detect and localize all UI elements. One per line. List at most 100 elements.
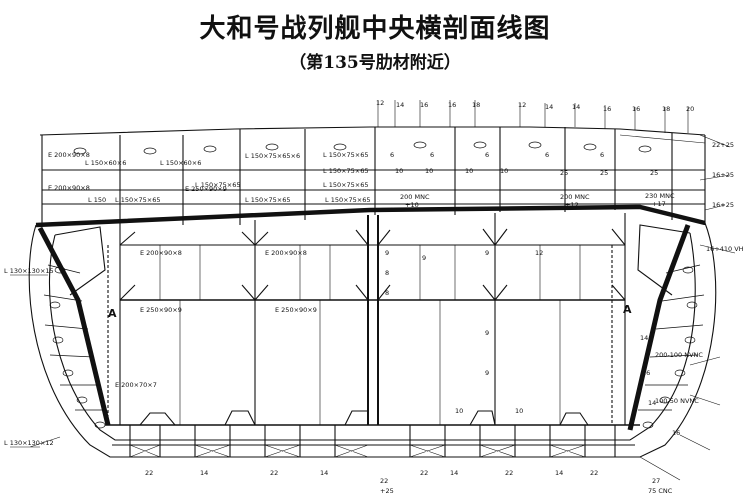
mark-a-right: A [623, 303, 632, 316]
label-l130-130-12: L 130×130×12 [4, 439, 54, 447]
top-num-16c: 16 [603, 105, 611, 113]
side-num-9a: 9 [385, 249, 389, 257]
label-plate-16-25-b: 16+25 [712, 201, 734, 209]
bot-num-14c: 14 [450, 469, 458, 477]
label-vh-16-410: 16+410 VH [706, 245, 744, 253]
label-l150-75-65-a: L 150×75×65 [323, 151, 369, 159]
bottom-brackets [139, 410, 589, 426]
top-num-16: 16 [420, 101, 428, 109]
bot-num-22e: 22 [505, 469, 513, 477]
label-e250-90-9-lower-b: E 250×90×9 [275, 306, 317, 314]
label-l130-130-15: L 130×130×15 [4, 267, 54, 275]
bot-num-22a: 22 [145, 469, 153, 477]
lightening-holes [49, 141, 698, 429]
stiffeners [159, 245, 581, 425]
side-num-9d: 9 [485, 329, 489, 337]
label-l150-75-65-d: L 150×75×65 [323, 181, 369, 189]
bot-num-14d: 14 [555, 469, 563, 477]
bot-num-22d: 22 [420, 469, 428, 477]
diagram-subtitle: （第135号肋材附近） [289, 53, 461, 73]
top-num-16b: 16 [448, 101, 456, 109]
label-e250-90-9-top: E 250×90×9 [185, 185, 227, 193]
inner-hull [48, 232, 696, 441]
top-num-12: 12 [376, 99, 384, 107]
label-l150: L 150 [88, 196, 106, 204]
label-mnc200-10: 200 MNC [400, 193, 430, 201]
top-num-14: 14 [396, 101, 404, 109]
deck-knees [119, 228, 626, 246]
cross-section-drawing: E 200×90×8 L 150×60×6 L 150×60×6 L 150×7… [4, 99, 744, 495]
deck-num-6c: 6 [485, 151, 489, 159]
deck-num-10a: 10 [395, 167, 403, 175]
bot-num-14b: 14 [320, 469, 328, 477]
side-num-9e: 9 [485, 369, 489, 377]
side-num-14a: 14 [640, 334, 648, 342]
label-e200-90-8-top: E 200×90×8 [48, 151, 90, 159]
side-num-9b: 9 [422, 254, 426, 262]
side-num-16b: 16 [672, 429, 680, 437]
label-e200-70-7: E 200×70×7 [115, 381, 157, 389]
deck-num-10b: 10 [425, 167, 433, 175]
side-num-8a: 8 [385, 269, 389, 277]
wing-compartment-right [637, 224, 691, 296]
armor-belt-left [37, 226, 111, 426]
deck-num-25a: 25 [560, 169, 568, 177]
platform-knees [119, 284, 626, 301]
label-mnc200-10-sub: +10 [405, 201, 419, 209]
label-l150-75-65-e: L 150×75×65 [245, 196, 291, 204]
side-num-10b: 10 [515, 407, 523, 415]
deck-num-6b: 6 [430, 151, 434, 159]
label-e250-90-9-lower-a: E 250×90×9 [140, 306, 182, 314]
armor-belt-right [627, 224, 691, 431]
deck-num-6d: 6 [545, 151, 549, 159]
label-nvnc-100-50: 100-50 NVNC [655, 397, 699, 405]
top-num-16d: 16 [632, 105, 640, 113]
top-num-12b: 12 [518, 101, 526, 109]
side-num-10: 10 [455, 407, 463, 415]
side-num-14b: 14 [648, 399, 656, 407]
left-leaders [10, 274, 61, 448]
label-e200-90-8-deck-2: E 200×90×8 [265, 249, 307, 257]
bot-num-22b: 22 [270, 469, 278, 477]
label-l150-75-65-6: L 150×75×65×6 [245, 152, 300, 160]
deck-num-6e: 6 [600, 151, 604, 159]
label-plate-16-25: 16+25 [712, 171, 734, 179]
bulge-frames-left [43, 264, 106, 411]
upper-frames [119, 127, 673, 225]
bot-num-14a: 14 [200, 469, 208, 477]
label-mnc230-sub: +17 [652, 200, 666, 208]
top-num-18: 18 [472, 101, 480, 109]
dimension-leaders [619, 134, 736, 481]
bot-num-27: 27 [652, 477, 660, 485]
side-num-9c: 9 [485, 249, 489, 257]
label-mnc200-12-sub: +12 [565, 201, 579, 209]
top-leaders [377, 100, 689, 133]
mark-a-left: A [108, 307, 117, 320]
label-e200-90-8-deck: E 200×90×8 [140, 249, 182, 257]
armored-deck [35, 204, 706, 228]
bot-num-22f: 22 [590, 469, 598, 477]
diagram-title: 大和号战列舰中央横剖面线图 [199, 14, 551, 44]
label-mnc200-12: 200 MNC [560, 193, 590, 201]
label-plate-22-25: 22+25 [712, 141, 734, 149]
outer-hull [28, 222, 717, 458]
label-l150-75-65-c: L 150×75×65 [195, 181, 241, 189]
side-num-16a: 16 [642, 369, 650, 377]
label-l150-75-65-f: L 150×75×65 [115, 196, 161, 204]
top-num-14c: 14 [572, 103, 580, 111]
side-num-12: 12 [535, 249, 543, 257]
bottom-floors [129, 425, 616, 457]
side-num-8b: 8 [385, 289, 389, 297]
label-e200-90-8-mid: E 200×90×8 [48, 184, 90, 192]
label-l150-60-6-b: L 150×60×6 [160, 159, 201, 167]
wing-compartment-left [54, 226, 106, 296]
label-l150-75-65-g: L 150×75×65 [325, 196, 371, 204]
label-l150-75-65-b: L 150×75×65 [323, 167, 369, 175]
deck-num-25b: 25 [600, 169, 608, 177]
label-mnc230: 230 MNC [645, 192, 675, 200]
deck-num-25c: 25 [650, 169, 658, 177]
deck-num-6a: 6 [390, 151, 394, 159]
top-num-14b: 14 [545, 103, 553, 111]
deck-num-10d: 10 [500, 167, 508, 175]
label-l150-60-6-a: L 150×60×6 [85, 159, 126, 167]
